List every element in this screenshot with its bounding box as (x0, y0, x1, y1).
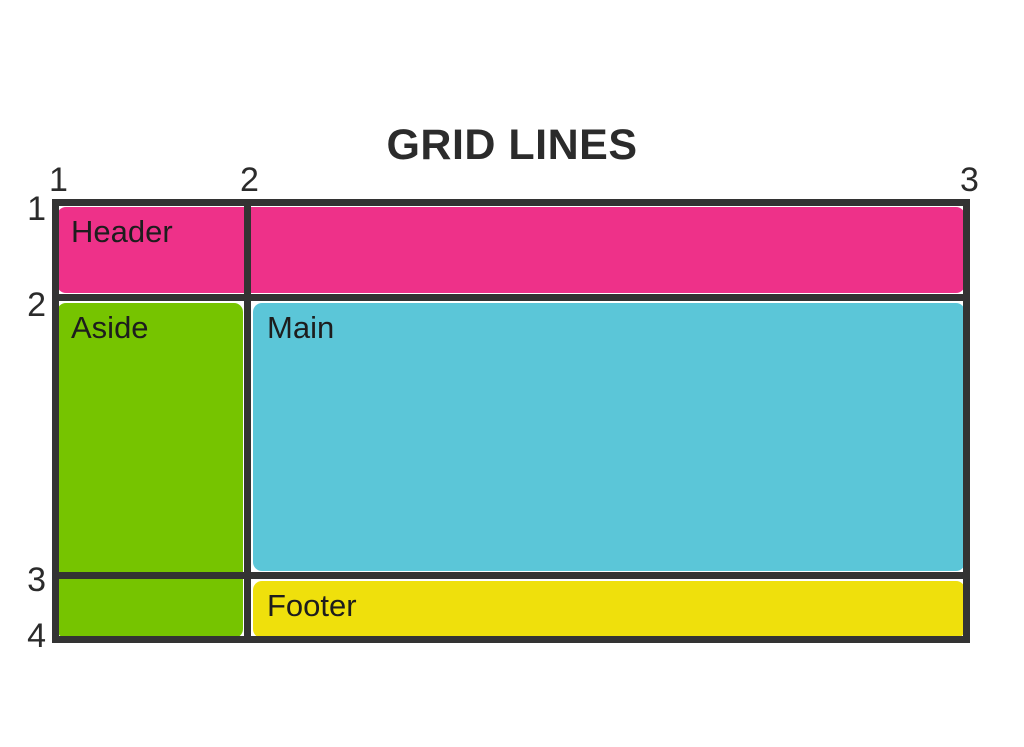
grid-area-footer-label: Footer (267, 588, 357, 623)
row-line-number-1: 1 (27, 190, 46, 228)
row-line-number-4: 4 (27, 617, 46, 655)
grid-area-aside: Aside (57, 303, 243, 638)
grid-area-header: Header (57, 207, 965, 293)
page-title: GRID LINES (386, 121, 638, 169)
grid-area-aside-label: Aside (71, 310, 149, 345)
column-line-number-2: 2 (240, 161, 259, 199)
grid-area-main-label: Main (267, 310, 335, 345)
grid-row-line-3 (52, 572, 970, 579)
column-line-number-1: 1 (49, 161, 68, 199)
grid-column-line-1 (52, 199, 59, 643)
grid-row-line-4 (52, 636, 970, 643)
grid-row-line-2 (52, 294, 970, 301)
row-line-number-3: 3 (27, 561, 46, 599)
grid-column-line-2 (244, 199, 251, 643)
row-line-number-2: 2 (27, 286, 46, 324)
grid-area-footer: Footer (253, 581, 965, 638)
grid-area-main: Main (253, 303, 965, 571)
grid-column-line-3 (963, 199, 970, 643)
column-line-number-3: 3 (960, 161, 979, 199)
grid-area-header-label: Header (71, 214, 173, 249)
grid-row-line-1 (52, 199, 970, 206)
